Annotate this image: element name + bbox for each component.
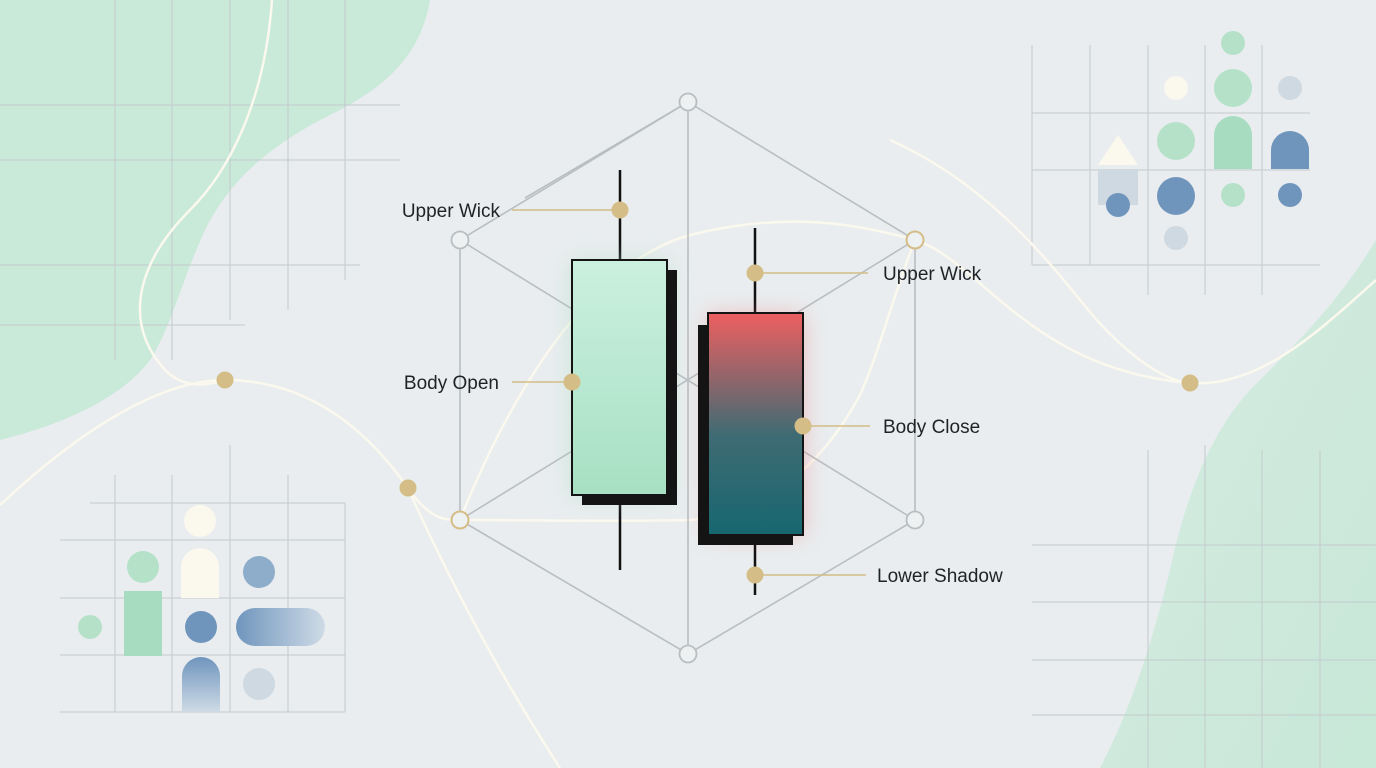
bear-candle-body	[707, 312, 804, 536]
leader-lines	[512, 209, 870, 576]
label-bear-upper-wick: Upper Wick	[883, 264, 982, 285]
annotation-dots	[563, 201, 812, 584]
pictogram-cluster-icon	[1098, 31, 1309, 250]
label-bear-body-close: Body Close	[883, 417, 980, 438]
flow-dots	[216, 371, 1199, 497]
grid-bottom-right	[1032, 445, 1376, 768]
bull-candle-body	[571, 259, 668, 496]
pictogram-cluster-icon	[78, 505, 325, 712]
network-node-icon	[450, 92, 925, 664]
grid-top-right	[1031, 45, 1320, 295]
hexagon-network	[459, 101, 916, 655]
mint-blob-right	[1100, 240, 1376, 768]
label-bear-lower-shadow: Lower Shadow	[877, 566, 1003, 587]
candlestick-bearish-icon	[698, 228, 804, 595]
network-node-gold	[450, 230, 925, 530]
candlestick-bullish-icon	[571, 170, 677, 570]
label-bull-upper-wick: Upper Wick	[402, 201, 501, 222]
mint-blob-left	[0, 0, 430, 440]
label-bull-body-open: Body Open	[404, 373, 499, 394]
grid-top-left	[0, 0, 400, 360]
